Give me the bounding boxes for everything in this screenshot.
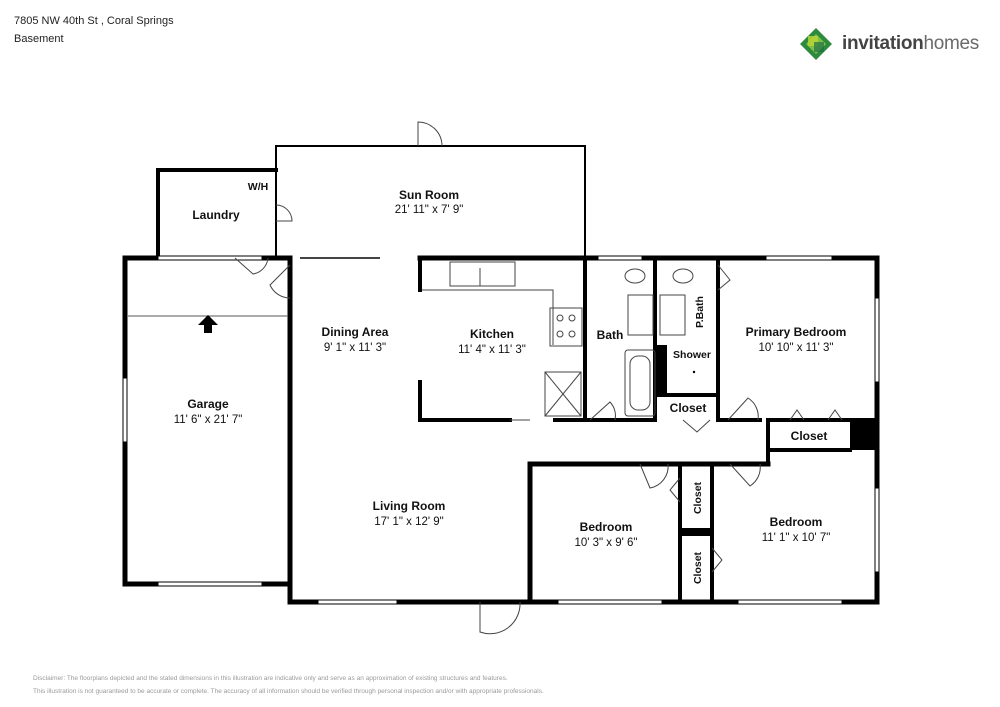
floor-level: Basement [14,33,64,45]
door-primary [727,397,759,421]
brand-mark-icon [800,28,832,60]
label-dining: Dining Area [322,325,389,339]
toilet-bath [624,268,646,284]
label-bedroom3: Bedroom [770,515,823,529]
counter-outline [422,289,554,345]
kitchen-fixtures [422,261,583,417]
label-pbath: P.Bath [694,296,706,328]
interior-walls [418,256,879,604]
label-closet-b3: Closet [692,551,704,584]
shower-wall-fill [655,345,667,395]
label-kitchen: Kitchen [470,327,514,341]
dims-kitchen: 11' 4" x 11' 3" [458,344,526,356]
kitchen-sink [449,261,516,287]
door-laundry [275,204,293,222]
label-bath: Bath [597,328,624,342]
windows [123,256,879,604]
dims-bedroom3: 11' 1" x 10' 7" [762,532,831,544]
dims-living-room: 17' 1" x 12' 9" [374,516,443,528]
dims-bedroom2: 10' 3" x 9' 6" [574,537,637,549]
label-closet-b2: Closet [692,481,704,514]
label-closet-hall: Closet [670,401,707,415]
toilet-pbath [672,268,694,284]
bathtub [624,349,656,417]
bath-fixtures [624,268,694,417]
sun-room-walls [275,145,586,257]
brand-name: invitationhomes [842,33,979,54]
exterior-walls [122,255,880,605]
stove [549,307,583,347]
disclaimer-line2: This illustration is not guaranteed to b… [33,688,544,695]
label-shower: Shower [673,349,711,361]
door-primary-closet [789,409,843,421]
door-bedroom2 [639,463,669,489]
door-garage-laundry [234,257,269,275]
dims-sun-room: 21' 11" x 7' 9" [395,204,464,216]
label-garage: Garage [187,397,229,411]
door-garage-house [269,264,291,299]
label-closet-primary: Closet [791,429,828,443]
door-bedroom3 [729,463,761,487]
disclaimer-line1: Disclaimer: The floorplans depicted and … [33,675,508,682]
property-address: 7805 NW 40th St , Coral Springs [14,15,174,27]
garage-entry-arrow-icon [198,315,218,333]
dims-garage: 11' 6" x 21' 7" [174,414,243,426]
label-living-room: Living Room [373,499,446,513]
door-closet-b3 [711,547,723,573]
door-front [479,601,521,635]
vanity-bath [627,294,654,336]
label-bedroom2: Bedroom [580,520,633,534]
vanity-pbath [659,294,686,336]
label-laundry: Laundry [192,208,240,222]
door-closet-b2 [669,477,681,503]
label-primary-bedroom: Primary Bedroom [746,325,847,339]
label-wh: W/H [248,181,268,193]
door-bath [589,401,616,421]
doors [234,121,843,635]
dims-dining: 9' 1" x 11' 3" [324,342,386,354]
door-sun-room [417,121,443,147]
door-pbath [717,264,731,291]
brand-logo: invitationhomes [798,26,979,62]
laundry-walls [156,168,278,260]
door-hall-closet [682,419,711,433]
refrigerator [544,371,582,417]
label-sun-room: Sun Room [399,188,459,202]
closet-fill [850,420,877,450]
dims-primary-bedroom: 10' 10" x 11' 3" [758,342,833,354]
